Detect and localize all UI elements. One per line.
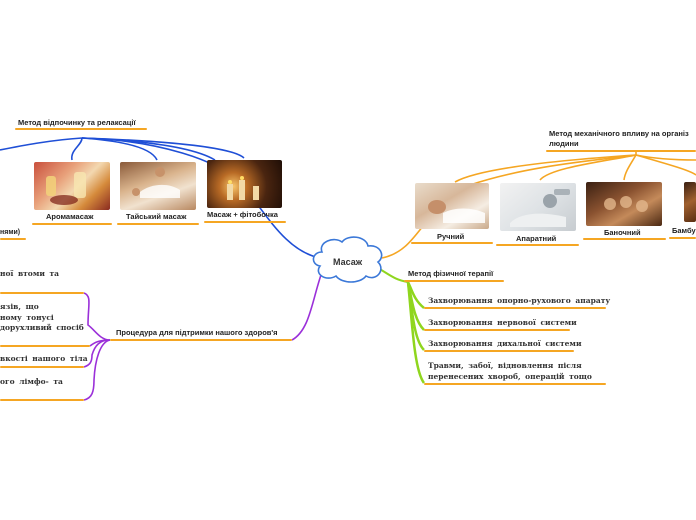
mechanical-title-underline — [546, 150, 696, 152]
mechanical-item-manual[interactable]: Ручний — [437, 232, 465, 241]
cupping-massage-image[interactable] — [586, 182, 662, 226]
apparatus-massage-image[interactable] — [500, 183, 576, 231]
relax-left-stub: нями) — [0, 229, 21, 236]
health-fragment-ligaments: язів, що — [0, 302, 39, 311]
health-fragment-fatigue: ної втоми та — [0, 269, 60, 278]
relax-title[interactable]: Метод відпочинку та релаксації — [18, 118, 136, 127]
thai-underline — [117, 223, 199, 225]
phytobarrel-image[interactable] — [207, 160, 282, 208]
manual-massage-image[interactable] — [415, 183, 489, 229]
health-fragment-2-underline — [0, 345, 90, 347]
relax-branch — [81, 137, 321, 259]
bamboo-massage-image[interactable] — [684, 182, 696, 222]
relax-branch-left — [0, 137, 83, 151]
health-fragment-lymph: ого лімфо- та — [0, 377, 63, 386]
physio-item-musculoskeletal[interactable]: Захворювання опорно-рухового апарату — [428, 296, 611, 305]
health-fragment-method: доруxливий спосіб — [0, 323, 84, 332]
mechanical-item-cupping[interactable]: Баночний — [604, 228, 641, 237]
aroma-bottles-icon — [46, 172, 86, 205]
health-fragment-1-underline — [0, 292, 84, 294]
aromamassage-image[interactable] — [34, 162, 110, 210]
mechanical-title-line2[interactable]: людини — [549, 139, 579, 148]
physio-item-3-underline — [424, 350, 574, 352]
thai-massage-figures-icon — [132, 167, 180, 198]
relax-item-thai[interactable]: Тайський масаж — [126, 212, 187, 221]
health-fragment-3-underline — [0, 366, 84, 368]
relax-left-underline — [0, 238, 26, 240]
physio-title-underline — [404, 280, 504, 282]
center-label[interactable]: Масаж — [333, 257, 363, 267]
center-cloud — [312, 236, 383, 283]
physio-item-respiratory[interactable]: Захворювання дихальної системи — [428, 339, 582, 348]
physio-item-nervous[interactable]: Захворювання нервової системи — [428, 318, 577, 327]
physio-title[interactable]: Метод фізичної терапії — [408, 269, 494, 278]
physio-item-1-underline — [424, 307, 606, 309]
cups-icon — [604, 196, 648, 212]
physio-item-injuries-line1[interactable]: Травми, забої, відновлення після — [428, 361, 582, 370]
health-title[interactable]: Процедура для підтримки нашого здоров'я — [116, 328, 278, 337]
health-fragment-4-underline — [0, 399, 84, 401]
health-title-underline — [110, 339, 292, 341]
cupping-underline — [583, 238, 666, 240]
physio-item-2-underline — [424, 329, 570, 331]
bamboo-underline — [669, 237, 696, 239]
manual-underline — [411, 242, 493, 244]
physio-item-4-underline — [424, 383, 606, 385]
mechanical-title-line1[interactable]: Метод механічного впливу на організ — [549, 129, 689, 138]
health-fragment-tone: ному тонусі — [0, 313, 54, 322]
phyto-underline — [204, 221, 286, 223]
apparatus-underline — [496, 244, 579, 246]
relax-title-underline — [15, 128, 147, 130]
physio-item-injuries-line2[interactable]: перенесених хвороб, операцій тощо — [428, 372, 592, 381]
health-fragment-body: вкості нашого тіла — [0, 354, 88, 363]
aroma-underline — [32, 223, 112, 225]
mechanical-item-bamboo[interactable]: Бамбу — [672, 226, 696, 235]
candles-icon — [227, 176, 259, 200]
health-branch — [291, 271, 323, 341]
thai-massage-image[interactable] — [120, 162, 196, 210]
relax-item-phytobarrel[interactable]: Масаж + фітобочка — [207, 210, 278, 219]
relax-item-aromamassage[interactable]: Аромамасаж — [46, 212, 94, 221]
apparatus-device-icon — [510, 189, 570, 227]
mechanical-item-apparatus[interactable]: Апаратний — [516, 234, 557, 243]
manual-massage-figure-icon — [428, 200, 485, 223]
